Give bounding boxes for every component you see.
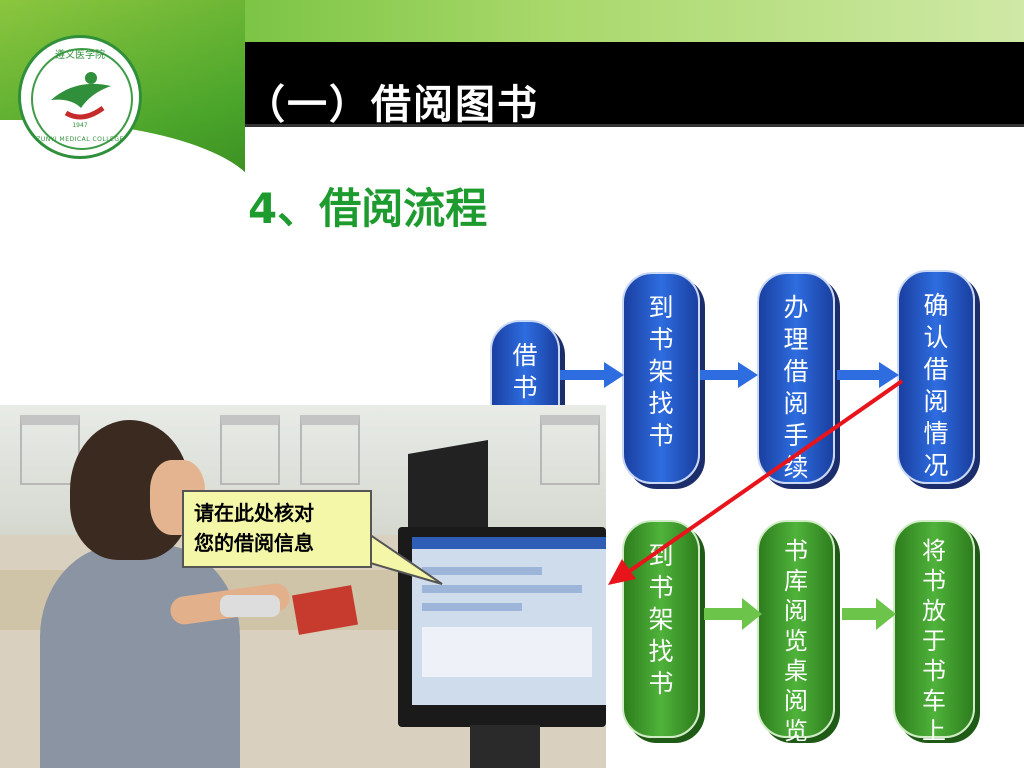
flow-step-char: 书 bbox=[784, 537, 808, 565]
flow-step-char: 认 bbox=[923, 323, 949, 352]
flow-step-char: 书 bbox=[648, 573, 674, 602]
monitor-screen bbox=[412, 537, 606, 705]
header-black-band bbox=[170, 42, 1024, 127]
flow-step-find-shelf: 到书架找书 bbox=[622, 272, 700, 484]
callout-tail bbox=[360, 526, 443, 585]
flow-step-label: 办理借阅手续 bbox=[759, 292, 833, 484]
flow-step-label: 借书 bbox=[492, 340, 558, 404]
flow-step-char: 阅 bbox=[783, 389, 809, 418]
flow-step-char: 确 bbox=[923, 291, 949, 320]
flow-step-char: 到 bbox=[648, 293, 674, 322]
flow-step-char: 书 bbox=[922, 567, 946, 595]
college-logo: 遵义医学院 1947 ZUNYI MEDICAL COLLEGE bbox=[18, 35, 142, 159]
flow-step-char: 架 bbox=[648, 357, 674, 386]
flow-step-char: 找 bbox=[648, 637, 674, 666]
flow-step-char: 找 bbox=[648, 389, 674, 418]
callout-line-2: 您的借阅信息 bbox=[194, 531, 314, 555]
flow-step-char: 借 bbox=[783, 357, 809, 386]
flow-step-label: 将书放于书车上 bbox=[895, 536, 973, 746]
logo-top-text: 遵义医学院 bbox=[55, 50, 105, 61]
flow-step-char: 办 bbox=[783, 293, 809, 322]
logo-emblem-icon bbox=[51, 72, 111, 120]
flow-step-char: 书 bbox=[648, 669, 674, 698]
flow-step-label: 到书架找书 bbox=[624, 292, 698, 452]
flow-step-label: 书库阅览桌阅览 bbox=[759, 536, 833, 746]
red-pointer-arrow-icon bbox=[608, 379, 904, 585]
flow-step-char: 于 bbox=[922, 627, 946, 655]
flow-step-char: 书 bbox=[648, 325, 674, 354]
flow-step-char: 况 bbox=[923, 451, 949, 480]
flow-step-char: 书 bbox=[512, 373, 538, 402]
flow-step-char: 览 bbox=[784, 717, 808, 745]
library-photo bbox=[0, 405, 606, 768]
flow-step-char: 架 bbox=[648, 605, 674, 634]
flow-step-label: 到书架找书 bbox=[624, 540, 698, 700]
flow-arrow-right-icon bbox=[700, 362, 758, 388]
flow-step-char: 库 bbox=[784, 567, 808, 595]
flow-step-find-shelf-green: 到书架找书 bbox=[622, 520, 700, 738]
flow-step-char: 放 bbox=[922, 597, 946, 625]
flow-step-label: 确认借阅情况 bbox=[899, 290, 973, 482]
flow-step-char: 手 bbox=[783, 421, 809, 450]
flow-arrow-right-green-icon bbox=[842, 598, 896, 630]
flow-arrow-right-icon bbox=[837, 362, 899, 388]
barcode-scanner bbox=[220, 595, 280, 617]
flow-step-char: 桌 bbox=[784, 657, 808, 685]
flow-step-book-cart: 将书放于书车上 bbox=[893, 520, 975, 745]
page-title: （一）借阅图书 bbox=[245, 82, 539, 128]
flow-step-char: 览 bbox=[784, 627, 808, 655]
flow-step-char: 车 bbox=[922, 687, 946, 715]
logo-year: 1947 bbox=[72, 122, 88, 129]
flow-step-reading-desk: 书库阅览桌阅览 bbox=[757, 520, 835, 745]
callout-line-1: 请在此处核对 bbox=[194, 501, 314, 525]
flow-step-char: 阅 bbox=[784, 687, 808, 715]
flow-step-char: 理 bbox=[783, 325, 809, 354]
header-green-strip bbox=[160, 0, 1024, 42]
flow-step-char: 将 bbox=[922, 537, 946, 565]
flow-step-char: 借 bbox=[923, 355, 949, 384]
flow-step-confirm: 确认借阅情况 bbox=[897, 270, 975, 484]
logo-bottom-text: ZUNYI MEDICAL COLLEGE bbox=[36, 136, 124, 143]
flow-step-char: 书 bbox=[922, 657, 946, 685]
flow-step-char: 上 bbox=[922, 717, 946, 745]
flow-step-char: 借 bbox=[512, 341, 538, 370]
flow-arrow-right-icon bbox=[560, 362, 624, 388]
flow-step-char: 阅 bbox=[923, 387, 949, 416]
flow-step-char: 情 bbox=[923, 419, 949, 448]
flow-step-char: 书 bbox=[648, 421, 674, 450]
flow-step-checkout: 办理借阅手续 bbox=[757, 272, 835, 484]
flow-step-char: 续 bbox=[783, 453, 809, 482]
callout-box: 请在此处核对 您的借阅信息 bbox=[182, 490, 372, 568]
flow-arrow-right-green-icon bbox=[704, 598, 762, 630]
flow-step-char: 阅 bbox=[784, 597, 808, 625]
section-subtitle: 4、借阅流程 bbox=[248, 184, 488, 233]
